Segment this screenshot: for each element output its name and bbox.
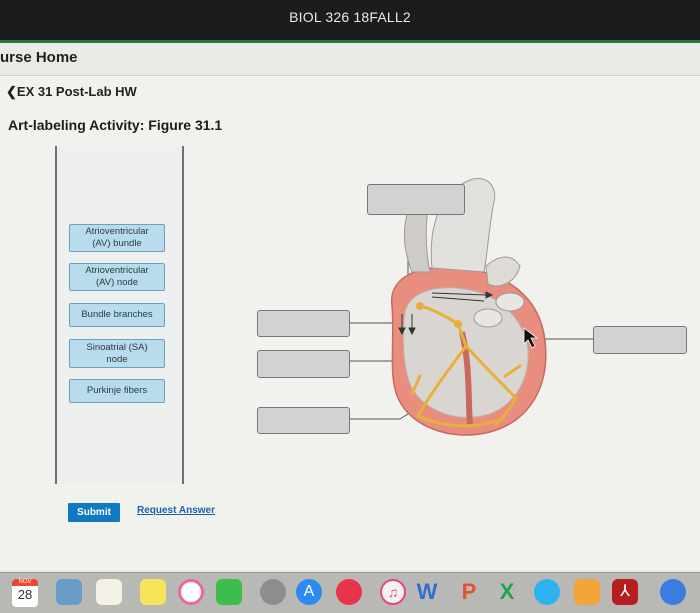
messages-icon[interactable] xyxy=(534,579,560,605)
news-icon[interactable] xyxy=(336,579,362,605)
label-line: Purkinje fibers xyxy=(86,385,148,396)
powerpoint-icon[interactable]: P xyxy=(461,579,477,604)
main-content: ❮EX 31 Post-Lab HW Art-labeling Activity… xyxy=(0,76,700,570)
course-home-bar: urse Home xyxy=(0,43,700,76)
drop-target-5[interactable] xyxy=(593,326,687,354)
request-answer-link[interactable]: Request Answer xyxy=(137,505,215,516)
label-line: Atrioventricular xyxy=(85,265,149,276)
stickies-icon[interactable] xyxy=(140,579,166,605)
facetime-icon[interactable] xyxy=(216,579,242,605)
word-icon[interactable]: W xyxy=(416,579,438,604)
label-purkinje-fibers[interactable]: Purkinje fibers xyxy=(69,379,165,403)
heart-conduction-figure xyxy=(350,178,593,436)
activity-title: Art-labeling Activity: Figure 31.1 xyxy=(8,117,223,133)
drop-target-2[interactable] xyxy=(257,310,350,337)
accent-bar xyxy=(0,40,700,43)
itunes-icon[interactable]: ♫ xyxy=(380,579,406,605)
label-sa-node[interactable]: Sinoatrial (SA)node xyxy=(69,339,165,368)
acrobat-icon[interactable]: ⅄ xyxy=(612,579,638,605)
submit-button[interactable]: Submit xyxy=(68,503,120,522)
label-av-bundle[interactable]: Atrioventricular(AV) bundle xyxy=(69,224,165,252)
drop-target-3[interactable] xyxy=(257,350,350,378)
label-line: Bundle branches xyxy=(81,309,153,320)
label-line: (AV) node xyxy=(95,277,139,288)
label-line: Atrioventricular xyxy=(85,226,149,237)
label-line: Sinoatrial (SA) xyxy=(86,341,148,353)
books-icon[interactable] xyxy=(574,579,600,605)
label-bundle-branches[interactable]: Bundle branches xyxy=(69,303,165,327)
assignment-back-link[interactable]: ❮EX 31 Post-Lab HW xyxy=(6,84,137,99)
label-line: node xyxy=(106,353,128,365)
excel-icon[interactable]: X xyxy=(499,579,515,604)
label-line: (AV) bundle xyxy=(92,238,142,249)
safari-icon[interactable] xyxy=(660,579,686,605)
label-bank: Atrioventricular(AV) bundle Atrioventric… xyxy=(55,146,184,484)
app-store-icon[interactable]: A xyxy=(296,579,322,605)
mac-dock: NOV 28 A ♫ W P X ⅄ xyxy=(0,572,700,613)
course-home-link[interactable]: urse Home xyxy=(0,49,78,66)
drop-target-4[interactable] xyxy=(257,407,350,434)
notes-icon[interactable] xyxy=(96,579,122,605)
calendar-month: NOV xyxy=(12,579,38,586)
browser-titlebar: BIOL 326 18FALL2 xyxy=(0,0,700,40)
window-title: BIOL 326 18FALL2 xyxy=(289,9,411,25)
calendar-day: 28 xyxy=(17,587,33,602)
label-av-node[interactable]: Atrioventricular(AV) node xyxy=(69,263,165,291)
settings-icon[interactable] xyxy=(260,579,286,605)
photos-icon[interactable] xyxy=(178,579,204,605)
drop-target-1[interactable] xyxy=(367,184,465,215)
preview-icon[interactable] xyxy=(56,579,82,605)
calendar-icon[interactable]: NOV 28 xyxy=(12,579,38,607)
